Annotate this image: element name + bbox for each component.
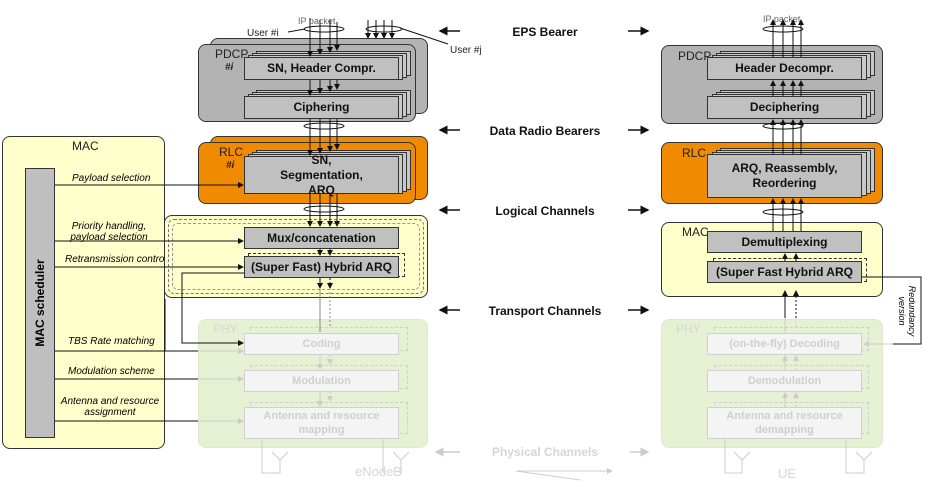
- enodeb-label: eNodeB: [355, 464, 402, 479]
- redundancy-version-label: Redundancy version: [897, 285, 917, 337]
- enodeb-antenna-mapping-block: Antenna and resource mapping: [244, 407, 399, 439]
- ue-demodulation-block: Demodulation: [707, 370, 862, 392]
- bundle-ring: [762, 208, 804, 216]
- ue-mac-label: MAC: [682, 225, 709, 239]
- ue-ip-packet-label: IP packet: [763, 14, 801, 24]
- user-i-label: User #i: [247, 28, 279, 39]
- ue-label: UE: [778, 466, 797, 481]
- user-j-label: User #j: [450, 45, 482, 56]
- ue-antenna-demapping-block: Antenna and resource demapping: [707, 407, 862, 439]
- enodeb-pdcp-label: PDCP: [215, 47, 249, 61]
- ue-demultiplexing-block: Demultiplexing: [707, 231, 862, 253]
- mac-scheduler-container-label: MAC: [72, 139, 99, 153]
- bundle-ring: [762, 25, 804, 33]
- channel-logical: Logical Channels: [495, 204, 595, 218]
- ue-harq-block: (Super Fast Hybrid ARQ: [707, 261, 862, 283]
- ue-decoding-block: (on-the-fly) Decoding: [707, 333, 862, 355]
- enodeb-harq-block: (Super Fast) Hybrid ARQ: [244, 256, 399, 278]
- control-modulation-scheme: Modulation scheme: [68, 366, 155, 377]
- enodeb-rlc-instance: #i: [226, 160, 235, 171]
- control-antenna-assignment: Antenna and resource assignment: [60, 396, 160, 418]
- enodeb-pdcp-instance: #i: [225, 62, 234, 73]
- control-priority-handling: Priority handling, payload selection: [70, 221, 148, 243]
- control-payload-selection: Payload selection: [72, 173, 151, 184]
- bundle-ring: [303, 25, 345, 33]
- enodeb-ip-packet-label: IP packet: [298, 16, 336, 26]
- ue-rlc-label: RLC: [682, 146, 707, 160]
- channel-physical: Physical Channels: [491, 445, 599, 459]
- enodeb-mux-block: Mux/concatenation: [244, 227, 399, 249]
- enodeb-ciphering-block: Ciphering: [244, 96, 399, 119]
- channel-data-radio-bearers: Data Radio Bearers: [489, 124, 601, 138]
- enodeb-segmentation-arq-block: SN, Segmentation, ARQ: [244, 153, 399, 197]
- enodeb-rlc-label: RLC: [219, 145, 244, 159]
- enodeb-modulation-block: Modulation: [244, 370, 399, 392]
- mac-scheduler: MAC scheduler: [25, 168, 55, 438]
- ue-phy-label: PHY: [676, 322, 701, 336]
- control-retransmission: Retransmission control: [65, 254, 167, 265]
- enodeb-mac-inner-dashed: [168, 219, 424, 294]
- channel-arrows: [438, 26, 650, 315]
- bundle-ring: [303, 205, 345, 213]
- bundle-ring: [303, 122, 345, 130]
- control-tbs-rate-matching: TBS Rate matching: [68, 336, 155, 347]
- enodeb-coding-block: Coding: [244, 333, 399, 355]
- ue-header-decompression-block: Header Decompr.: [707, 57, 862, 80]
- channel-transport: Transport Channels: [488, 304, 602, 318]
- enodeb-phy-label: PHY: [213, 322, 238, 336]
- ue-reassembly-block: ARQ, Reassembly, Reordering: [707, 154, 862, 198]
- ue-deciphering-block: Deciphering: [707, 96, 862, 119]
- enodeb-mac-inner-dashed: [172, 223, 420, 290]
- enodeb-header-compression-block: SN, Header Compr.: [244, 57, 399, 80]
- ue-pdcp-label: PDCP: [678, 49, 712, 63]
- channel-eps-bearer: EPS Bearer: [512, 25, 578, 39]
- bundle-ring: [365, 25, 403, 33]
